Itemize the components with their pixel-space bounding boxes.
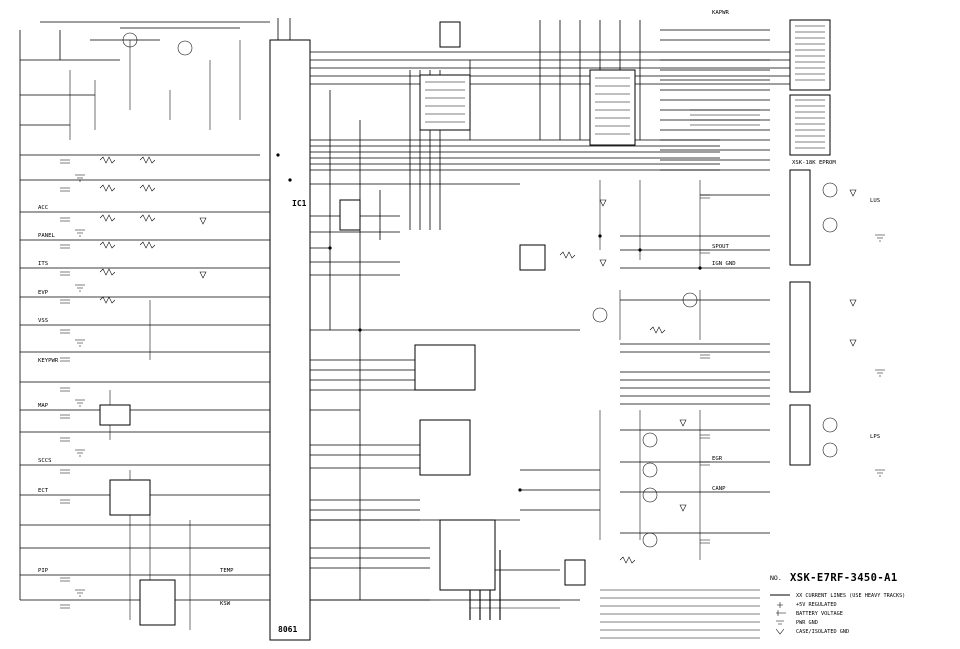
title-block: NO. XSK-E7RF-3450-A1	[770, 572, 898, 584]
legend: XX CURRENT LINES (USE HEAVY TRACKS) +5V …	[770, 593, 905, 635]
ic-gate-a	[109, 479, 151, 516]
ic-gate-c	[99, 404, 131, 426]
eprom-pin-lines	[425, 25, 825, 149]
ic-blocks: IC1 8061 XSK-18K EPROM	[99, 19, 836, 641]
right-signal-labels: SPOUT IGN GND KAPWR EGR CANP LUS LPS	[712, 10, 880, 492]
signal-label: KEYPWR	[38, 358, 59, 364]
signal-label: SPOUT	[712, 244, 729, 250]
drawing-number: XSK-E7RF-3450-A1	[790, 572, 898, 584]
jumper-top	[439, 21, 461, 48]
signal-label: PANEL	[38, 233, 55, 239]
signal-label: EVP	[38, 290, 49, 296]
legend-item: XX CURRENT LINES (USE HEAVY TRACKS)	[796, 593, 905, 599]
left-signal-labels: ACC PANEL ITS EVP VSS KEYPWR MAP SCCS EC…	[38, 205, 234, 607]
ic-middle-b	[419, 419, 471, 476]
signal-label: LUS	[870, 198, 880, 204]
signal-label: MAP	[38, 403, 49, 409]
legend-item: PWR GND	[796, 620, 818, 626]
signal-label: KAPWR	[712, 10, 729, 16]
ic-middle-a	[414, 344, 476, 391]
signal-label: ITS	[38, 261, 48, 267]
ic-gate-b	[139, 579, 176, 626]
ic-gate-d	[519, 244, 546, 271]
ic-middle-c	[439, 519, 496, 591]
passive-components	[60, 32, 857, 609]
signal-label: LPS	[870, 434, 880, 440]
signal-label: ECT	[38, 488, 49, 494]
main-ic-part-number: 8061	[278, 625, 297, 634]
ic-top-middle	[419, 74, 471, 131]
connector-block-b	[789, 281, 811, 393]
signal-label: VSS	[38, 318, 48, 324]
notes-block	[470, 589, 760, 639]
signal-label: SCCS	[38, 458, 51, 464]
eprom-socket	[589, 69, 636, 146]
eprom-pinout-bottom	[789, 94, 831, 156]
legend-item: BATTERY VOLTAGE	[796, 611, 843, 617]
legend-item: +5V REGULATED	[796, 602, 837, 608]
main-ic-body	[269, 39, 311, 641]
signal-label: PIP	[38, 568, 49, 574]
legend-item: CASE/ISOLATED GND	[796, 629, 849, 635]
ground-symbols	[75, 174, 885, 597]
eprom-pinout-top	[789, 19, 831, 91]
signal-label: KSW	[220, 601, 231, 607]
signal-label: CANP	[712, 486, 726, 492]
main-ic-label: IC1	[292, 199, 307, 208]
signal-label: ACC	[38, 205, 48, 211]
signal-label: TEMP	[220, 568, 234, 574]
jumper-bottom	[564, 559, 586, 586]
eprom-label: XSK-18K EPROM	[792, 160, 836, 166]
signal-label: IGN GND	[712, 261, 736, 267]
drawing-number-prefix: NO.	[770, 574, 782, 582]
jumper-mid	[339, 199, 361, 231]
signal-label: EGR	[712, 456, 723, 462]
connector-block-a	[789, 169, 811, 266]
connector-block-c	[789, 404, 811, 466]
